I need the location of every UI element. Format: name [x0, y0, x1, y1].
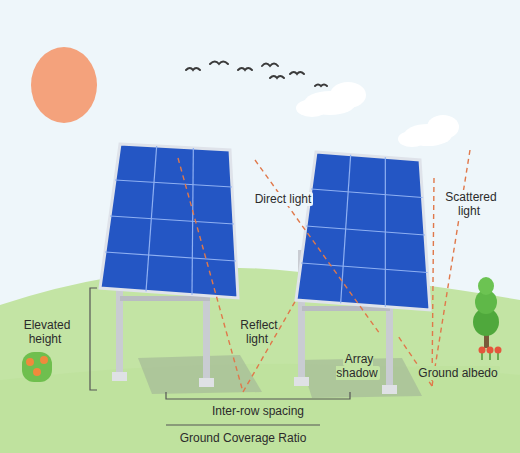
- callout-label: Ground Coverage Ratio: [158, 431, 328, 445]
- bird: [210, 62, 228, 65]
- cloud: [330, 82, 366, 108]
- tree: [473, 277, 499, 348]
- bush: [26, 358, 34, 366]
- panel-grid: [115, 180, 232, 187]
- callout-label: Direct light: [241, 192, 325, 206]
- panel-grid: [311, 189, 423, 198]
- panel-grid: [105, 252, 236, 261]
- bird: [270, 76, 284, 78]
- light-ray: [432, 150, 470, 386]
- flower: [487, 347, 494, 354]
- bird: [238, 68, 252, 70]
- panel-surface: [100, 144, 238, 298]
- support-leg: [112, 372, 127, 381]
- bird: [186, 62, 327, 87]
- label-text: Inter-row spacing: [210, 404, 306, 418]
- bush: [40, 356, 48, 364]
- bird: [290, 72, 304, 74]
- light-ray: [178, 150, 470, 392]
- solar-panel: [296, 152, 430, 310]
- flower: [479, 347, 486, 354]
- support-leg: [199, 378, 214, 387]
- dimension-bracket: [166, 392, 350, 399]
- callout-label: Ground albedo: [408, 366, 508, 380]
- light-ray: [243, 300, 296, 392]
- panel-grid: [301, 263, 428, 273]
- flower: [495, 347, 502, 354]
- label-text: Ground albedo: [416, 366, 499, 380]
- ground: [0, 364, 520, 453]
- bush: [22, 352, 52, 382]
- callout-label: Reflect light: [233, 318, 283, 346]
- callout-label: Inter-row spacing: [193, 404, 323, 418]
- bird: [186, 68, 200, 70]
- bird: [262, 64, 278, 67]
- tree: [478, 277, 494, 295]
- bush: [22, 352, 52, 382]
- label-text: Direct light: [253, 192, 314, 206]
- dimension-bracket: [90, 288, 350, 425]
- panel-grid: [110, 216, 234, 224]
- cloud: [296, 99, 328, 117]
- cloud: [427, 115, 459, 139]
- cloud: [296, 82, 459, 147]
- dimension-bracket: [90, 288, 97, 390]
- light-ray: [255, 160, 380, 334]
- label-text: Elevated height: [22, 318, 71, 346]
- solar-panel: [100, 144, 430, 310]
- sun: [31, 47, 97, 123]
- flower: [479, 347, 502, 361]
- dimension-bracket: [166, 424, 320, 425]
- ground: [0, 268, 520, 453]
- label-text: Reflect light: [238, 318, 277, 346]
- cloud: [398, 131, 426, 147]
- label-text: Array shadow: [336, 352, 379, 380]
- light-ray: [178, 158, 243, 392]
- panel-grid: [306, 226, 425, 235]
- support-leg: [120, 296, 210, 301]
- support-leg: [294, 377, 309, 386]
- callout-label: Elevated height: [15, 318, 77, 346]
- label-text: Ground Coverage Ratio: [178, 431, 309, 445]
- support-leg: [382, 385, 397, 394]
- light-ray: [432, 178, 434, 386]
- panel-surface: [296, 152, 430, 310]
- bird: [315, 85, 327, 87]
- callout-label: Scattered light: [439, 190, 501, 218]
- bush: [33, 368, 41, 376]
- callout-label: Array shadow: [334, 352, 382, 380]
- array-shadow: [138, 355, 262, 394]
- solar-panel: [100, 144, 238, 298]
- label-text: Scattered light: [443, 190, 496, 218]
